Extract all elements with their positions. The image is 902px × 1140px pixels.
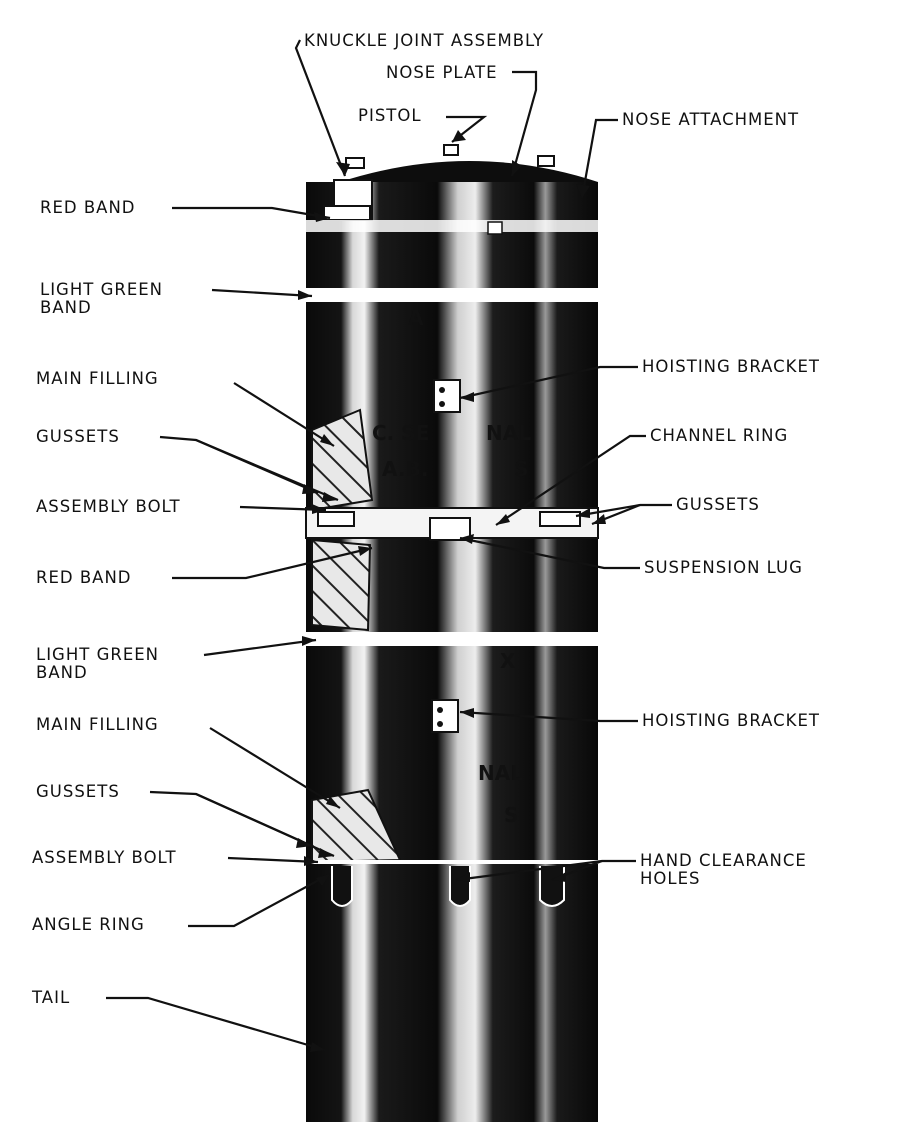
label-assembly-bolt-2: ASSEMBLY BOLT [32, 848, 177, 867]
label-channel-ring: CHANNEL RING [650, 426, 789, 445]
label-red-band-1: RED BAND [40, 198, 136, 217]
stencil-upper-2: C. SE [372, 421, 429, 445]
leader-assembly-bolt-2 [227, 856, 319, 864]
leader-red-band-1 [172, 206, 331, 220]
label-red-band-2: RED BAND [36, 568, 132, 587]
label-nose-plate: NOSE PLATE [386, 63, 498, 82]
stencil-lower-2: NAL [478, 761, 523, 785]
leader-angle-ring [188, 873, 331, 928]
label-light-green-band-1-line2: BAND [40, 298, 92, 317]
leader-hoisting-bracket-1 [459, 365, 638, 400]
leader-nose-attachment [580, 118, 618, 199]
stencil-upper-4: A.B. [382, 457, 428, 481]
label-hand-clearance-holes-line2: HOLES [640, 869, 701, 888]
label-hand-clearance-holes-line1: HAND CLEARANCE [640, 851, 807, 870]
label-light-green-band-2: LIGHT GREEN BAND [36, 646, 159, 682]
channel-ring-shape [305, 507, 599, 541]
leader-gussets-1a [159, 435, 319, 495]
light-green-band-2-shape [306, 632, 598, 646]
label-suspension-lug: SUSPENSION LUG [644, 558, 803, 577]
label-nose-attachment: NOSE ATTACHMENT [622, 110, 800, 129]
body-stencils: A C. SE NAL A.B. S X NAL S [372, 306, 531, 827]
label-main-filling-2: MAIN FILLING [36, 715, 159, 734]
red-band-1-marker [323, 205, 371, 221]
main-filling-1-shape [311, 408, 374, 512]
label-main-filling-1: MAIN FILLING [36, 369, 159, 388]
label-hoisting-bracket-2: HOISTING BRACKET [642, 711, 821, 730]
light-green-band-1-shape [306, 288, 598, 302]
label-assembly-bolt-1: ASSEMBLY BOLT [36, 497, 181, 516]
stencil-upper-3: NAL [486, 421, 531, 445]
label-gussets-1: GUSSETS [36, 427, 120, 446]
label-light-green-band-2-line2: BAND [36, 663, 88, 682]
filling-cutaway-mid [311, 538, 372, 632]
label-pistol: PISTOL [358, 106, 422, 125]
leader-channel-ring [495, 434, 646, 526]
band-line-top [306, 220, 598, 232]
label-hoisting-bracket-1: HOISTING BRACKET [642, 357, 821, 376]
nose-plate-shape [340, 161, 598, 182]
bomb-cylinder [306, 182, 598, 1122]
label-gussets-3: GUSSETS [676, 495, 760, 514]
leader-knuckle-joint [294, 39, 347, 177]
label-light-green-band-1-line1: LIGHT GREEN [40, 280, 164, 299]
leader-gussets-2a [149, 790, 313, 848]
leader-main-filling-1 [233, 382, 335, 447]
tail-joint-line [306, 860, 598, 864]
leader-light-green-2 [203, 638, 317, 657]
label-gussets-2: GUSSETS [36, 782, 120, 801]
label-knuckle-joint-assembly: KNUCKLE JOINT ASSEMBLY [304, 31, 545, 50]
hoisting-bracket-1-shape [433, 379, 461, 413]
pistol-shape [443, 144, 459, 156]
stencil-lower-3: S [504, 803, 518, 827]
leader-light-green-1 [211, 288, 313, 298]
leader-red-band-2 [172, 546, 373, 580]
label-light-green-band-1: LIGHT GREEN BAND [40, 281, 163, 317]
leader-main-filling-2 [209, 727, 341, 809]
nose-attachment-details [306, 144, 598, 235]
leader-nose-plate [510, 70, 538, 177]
bomb-body [306, 161, 598, 1122]
label-tail: TAIL [32, 988, 71, 1007]
label-angle-ring: ANGLE RING [32, 915, 145, 934]
leader-gussets-1b [195, 438, 339, 502]
label-hand-clearance-holes: HAND CLEARANCE HOLES [640, 852, 807, 888]
arrowheads [296, 130, 606, 1052]
hoisting-bracket-2-shape [431, 699, 459, 733]
leader-tail [106, 996, 326, 1052]
leader-assembly-bolt-1 [239, 505, 327, 512]
stencil-lower-1: X [500, 649, 516, 673]
leader-suspension-lug [459, 536, 640, 570]
leader-pistol [446, 115, 488, 143]
leader-hoisting-bracket-2 [459, 710, 638, 723]
label-light-green-band-2-line1: LIGHT GREEN [36, 645, 160, 664]
nose-fitting-left [345, 157, 365, 169]
nose-fitting-right [537, 155, 555, 167]
stencil-upper-5: S [514, 457, 528, 481]
stencil-upper-1: A [408, 306, 424, 330]
small-fitting [487, 221, 503, 235]
